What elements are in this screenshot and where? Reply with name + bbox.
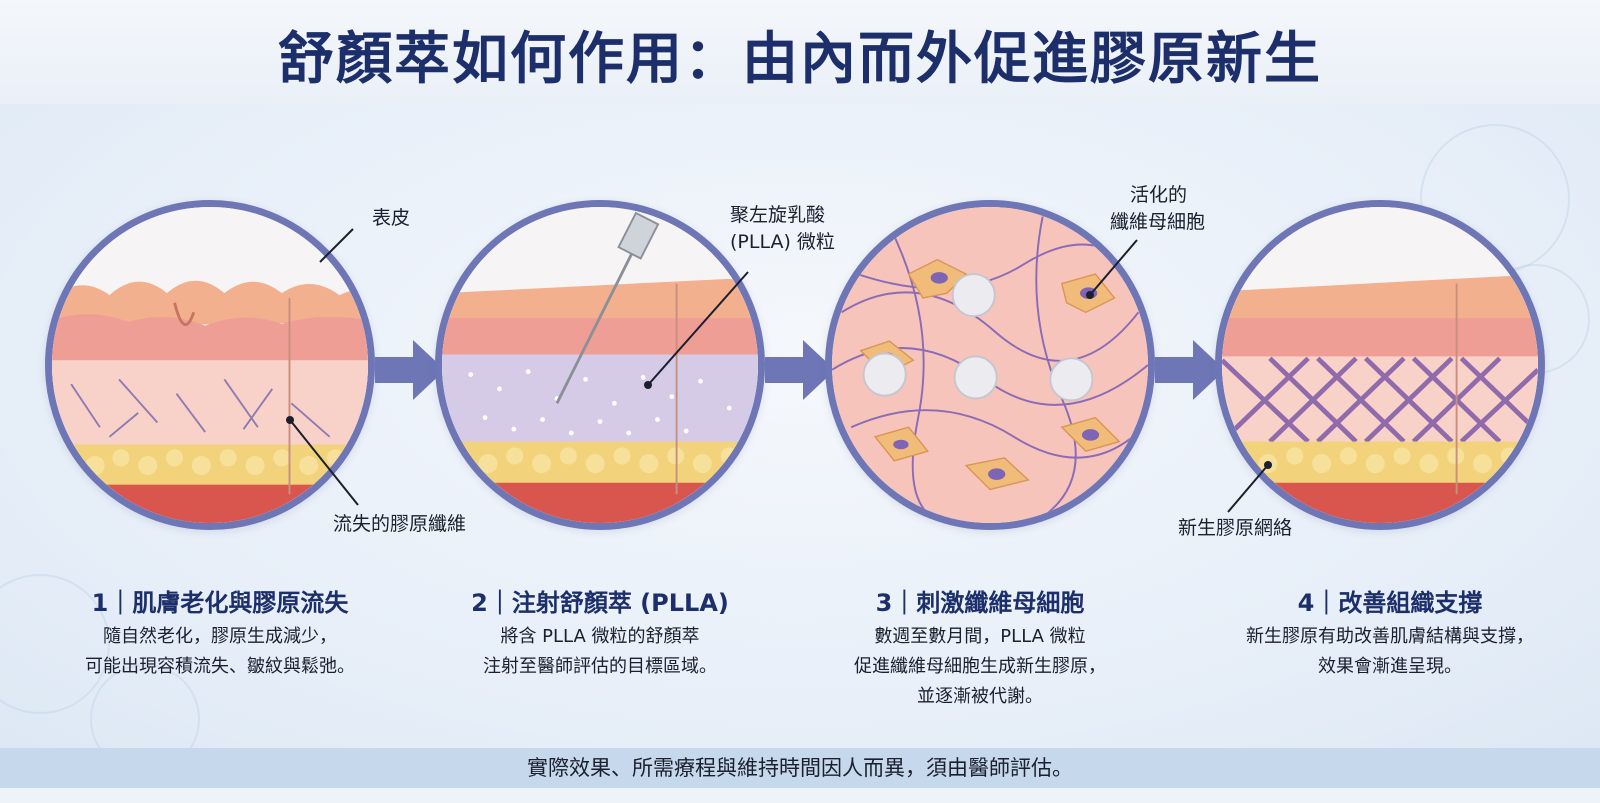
label-plla-line2: (PLLA) 微粒	[730, 231, 835, 253]
fibroblast-illustration	[825, 200, 1155, 530]
step-2-line: 將含 PLLA 微粒的舒顏萃	[500, 626, 700, 647]
step-3-line: 促進纖維母細胞生成新生膠原，	[854, 656, 1106, 677]
plla-injection-illustration	[435, 200, 765, 530]
step-1-line: 隨自然老化，膠原生成減少，	[103, 626, 337, 647]
step-4-line: 新生膠原有助改善肌膚結構與支撐，	[1246, 626, 1534, 647]
label-lost-collagen: 流失的膠原纖維	[333, 513, 467, 535]
disclaimer-footer: 實際效果、所需療程與維持時間因人而異，須由醫師評估。	[0, 748, 1600, 788]
label-epidermis: 表皮	[372, 207, 411, 229]
aging-skin-illustration	[45, 200, 375, 530]
step-3-line: 數週至數月間，PLLA 微粒	[874, 626, 1086, 647]
step-3-line: 並逐漸被代謝。	[917, 686, 1043, 707]
step-2-title: 2｜注射舒顏萃 (PLLA)	[471, 589, 729, 617]
bottom-strip	[0, 788, 1600, 803]
step-1-line: 可能出現容積流失、皺紋與鬆弛。	[85, 656, 355, 677]
step-3-title: 3｜刺激纖維母細胞	[875, 589, 1085, 617]
arrow-right-icon	[1155, 340, 1225, 400]
step-4-description: 新生膠原有助改善肌膚結構與支撐， 效果會漸進呈現。	[1200, 622, 1580, 682]
label-fibroblast-line2: 纖維母細胞	[1110, 211, 1206, 233]
step-1-description: 隨自然老化，膠原生成減少， 可能出現容積流失、皺紋與鬆弛。	[30, 622, 410, 682]
step-4-line: 效果會漸進呈現。	[1318, 656, 1462, 677]
title-band	[0, 0, 1600, 104]
arrow-right-icon	[375, 340, 445, 400]
collagen-network-illustration	[1215, 200, 1545, 530]
label-new-network: 新生膠原網絡	[1178, 517, 1293, 539]
step-3-description: 數週至數月間，PLLA 微粒 促進纖維母細胞生成新生膠原， 並逐漸被代謝。	[790, 622, 1170, 712]
step-1-title: 1｜肌膚老化與膠原流失	[91, 589, 349, 617]
step-2-description: 將含 PLLA 微粒的舒顏萃 注射至醫師評估的目標區域。	[410, 622, 790, 682]
label-plla-line1: 聚左旋乳酸	[730, 204, 826, 226]
label-fibroblast-line1: 活化的	[1130, 184, 1188, 206]
step-4-title: 4｜改善組織支撐	[1297, 589, 1483, 617]
arrow-right-icon	[765, 340, 835, 400]
page-title: 舒顏萃如何作用：由內而外促進膠原新生	[278, 27, 1322, 92]
step-2-line: 注射至醫師評估的目標區域。	[483, 656, 717, 677]
